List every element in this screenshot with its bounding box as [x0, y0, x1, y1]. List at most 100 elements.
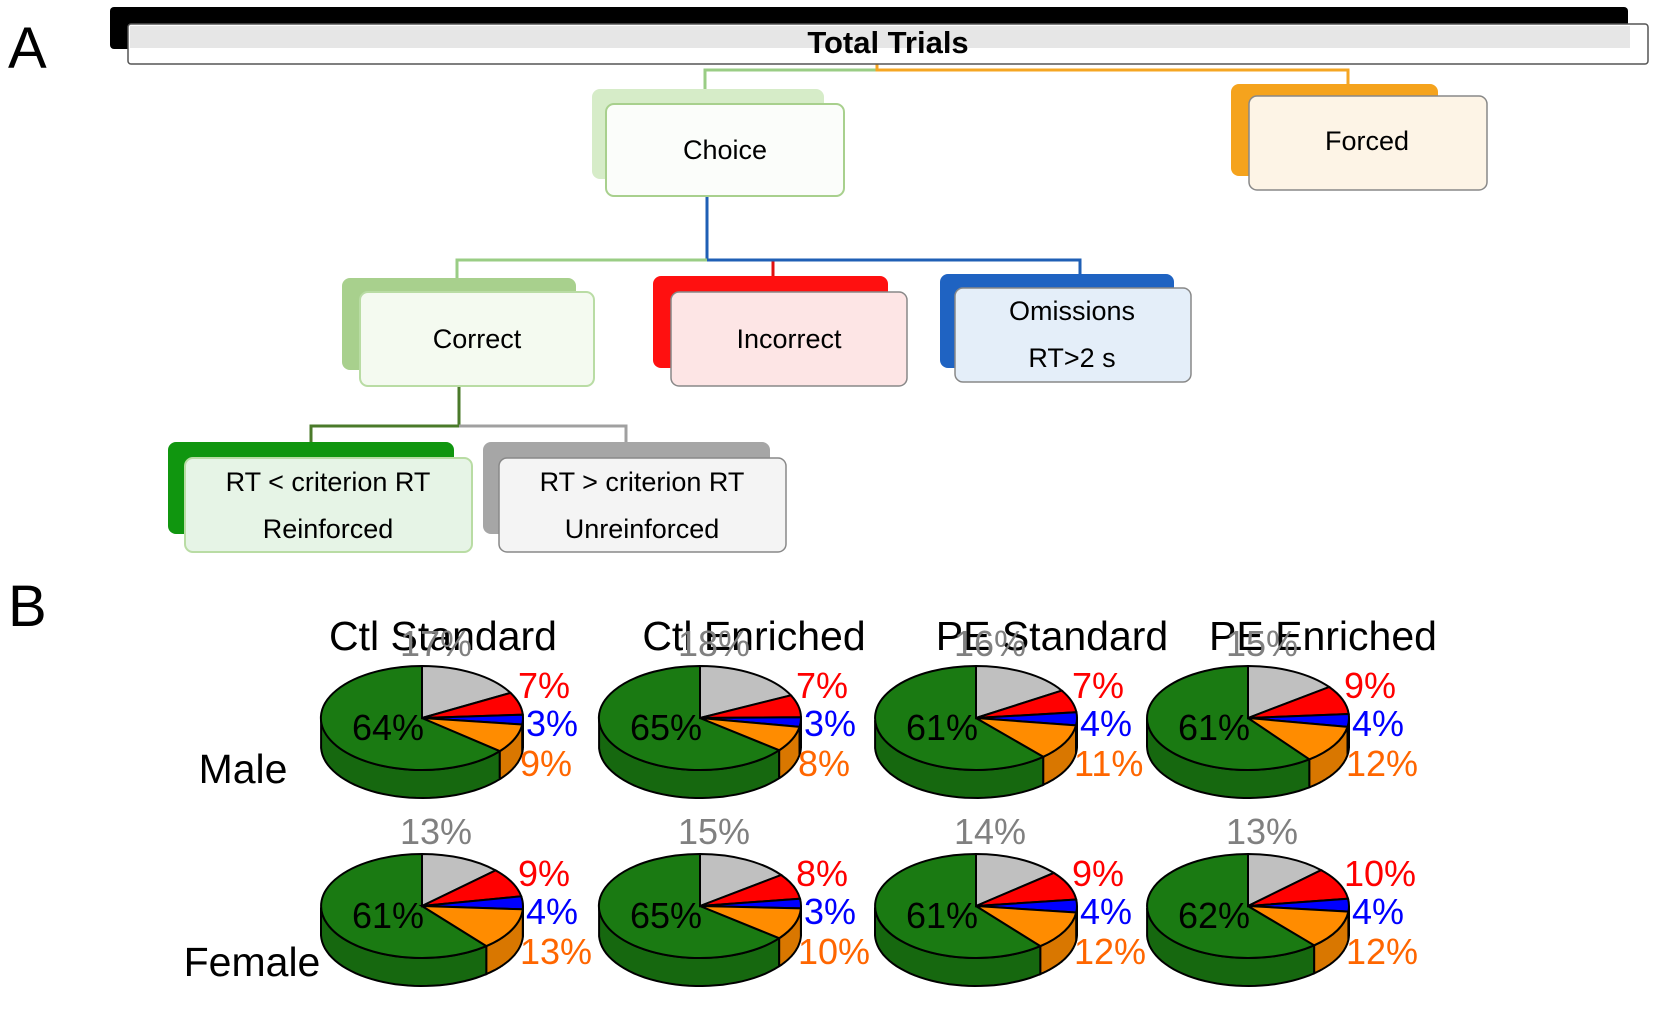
pie-label-incorrect: 7%	[1072, 665, 1124, 706]
node-total-trials: Total Trials	[110, 7, 1649, 65]
pie-label-omissions: 4%	[526, 891, 578, 932]
pie-label-omissions: 3%	[804, 891, 856, 932]
connector-correct-reinforced	[309, 424, 459, 444]
pie-slice-unreinforced	[1247, 664, 1332, 720]
node-total-trials-label: Total Trials	[807, 25, 968, 60]
pie-label-reinforced: 62%	[1178, 895, 1250, 936]
pie-male-ctl-enriched: 65%18%7%3%8%	[597, 623, 856, 799]
pie-slice-unreinforced	[975, 664, 1064, 720]
pie-slice-reinforced	[874, 852, 1043, 959]
pie-slice-reinforced	[320, 852, 489, 959]
pie-label-omissions: 3%	[804, 703, 856, 744]
pie-slice-unreinforced	[975, 852, 1056, 908]
pie-label-forced: 11%	[1074, 743, 1143, 784]
pie-label-omissions: 3%	[526, 703, 578, 744]
node-incorrect-front	[670, 291, 908, 387]
node-unreinforced-line1: RT > criterion RT	[540, 467, 745, 497]
pie-male-pe-standard: 61%16%7%4%11%	[874, 623, 1143, 800]
node-omissions-front	[954, 287, 1192, 383]
pie-slice-reinforced	[597, 664, 782, 771]
pie-label-unreinforced: 13%	[1226, 811, 1298, 852]
pie-label-reinforced: 61%	[352, 895, 424, 936]
pie-label-forced: 9%	[520, 743, 572, 784]
pie-label-unreinforced: 15%	[678, 811, 750, 852]
node-unreinforced: RT > criterion RT Unreinforced	[483, 442, 787, 553]
node-correct: Correct	[342, 278, 595, 387]
pie-label-forced: 13%	[520, 931, 592, 972]
connector-choice-omissions	[707, 258, 1082, 278]
pie-label-incorrect: 9%	[1072, 853, 1124, 894]
pie-slice-forced	[975, 717, 1078, 758]
node-total-trials-shade	[130, 26, 1630, 48]
node-omissions-line1: Omissions	[1009, 296, 1135, 326]
pie-label-reinforced: 65%	[630, 707, 702, 748]
pie-slice-reinforced	[874, 664, 1046, 771]
pie-label-incorrect: 7%	[518, 665, 570, 706]
pie-label-forced: 10%	[798, 931, 870, 972]
connector-root-forced	[875, 62, 1350, 86]
trial-flow-diagram: Total Trials Choice Forced Correct Incor…	[110, 7, 1649, 553]
pie-label-forced: 12%	[1346, 743, 1418, 784]
pie-label-incorrect: 9%	[1344, 665, 1396, 706]
pie-female-pe-enriched: 62% 13% 10%4%12%	[1146, 811, 1418, 988]
node-reinforced-line1: RT < criterion RT	[226, 467, 431, 497]
pie-label-incorrect: 10%	[1344, 853, 1416, 894]
pie-label-incorrect: 8%	[796, 853, 848, 894]
node-reinforced-line2: Reinforced	[263, 514, 394, 544]
node-unreinforced-line2: Unreinforced	[565, 514, 720, 544]
pie-label-omissions: 4%	[1352, 891, 1404, 932]
node-unreinforced-front	[498, 457, 787, 553]
row-label-female: Female	[184, 939, 321, 985]
pie-label-unreinforced: 14%	[954, 811, 1026, 852]
pie-label-unreinforced: 17%	[400, 623, 472, 664]
pie-label-omissions: 4%	[1352, 703, 1404, 744]
node-reinforced-front	[184, 457, 473, 553]
node-forced: Forced	[1231, 84, 1488, 191]
pie-slice-forced	[975, 905, 1078, 948]
pie-slice-unreinforced	[699, 664, 793, 720]
column-header-ctl-enriched: Ctl Enriched	[642, 613, 865, 659]
node-choice-label: Choice	[683, 135, 767, 165]
node-reinforced: RT < criterion RT Reinforced	[168, 442, 473, 553]
pie-label-incorrect: 9%	[518, 853, 570, 894]
pie-label-incorrect: 7%	[796, 665, 848, 706]
node-correct-front	[359, 291, 595, 387]
node-choice: Choice	[592, 89, 845, 197]
node-correct-label: Correct	[433, 324, 522, 354]
pie-male-pe-enriched: 61% 15% 9%4%12%	[1146, 623, 1418, 799]
node-forced-front	[1248, 95, 1488, 191]
pie-charts: 64%17%7%3%9%65%18%7%3%8%61%16%7%4%11%61%…	[319, 623, 1418, 988]
column-header-ctl-standard: Ctl Standard	[329, 613, 557, 659]
connector-choice-correct	[455, 258, 707, 284]
pie-female-ctl-standard: 61%13%9%4%13%	[320, 811, 592, 988]
panel-b-letter: B	[8, 574, 47, 639]
pie-slice-unreinforced	[421, 664, 513, 720]
pie-label-reinforced: 65%	[630, 895, 702, 936]
pie-label-forced: 12%	[1346, 931, 1418, 972]
pie-label-unreinforced: 15%	[1226, 623, 1298, 664]
node-omissions: Omissions RT>2 s	[940, 274, 1192, 383]
pie-label-omissions: 4%	[1080, 703, 1132, 744]
pie-slice-unreinforced	[421, 852, 498, 908]
node-incorrect-label: Incorrect	[736, 324, 842, 354]
column-header-pe-enriched: PE Enriched	[1209, 613, 1437, 659]
pie-label-unreinforced: 16%	[954, 623, 1026, 664]
pie-slice-forced	[699, 905, 802, 940]
pie-label-reinforced: 61%	[906, 895, 978, 936]
pie-slice-reinforced	[319, 664, 502, 771]
pie-slice-forced	[421, 717, 524, 753]
pie-slice-reinforced	[1146, 852, 1317, 959]
pie-male-ctl-standard: 64%17%7%3%9%	[319, 623, 578, 800]
pie-slice-reinforced	[597, 852, 782, 959]
column-header-pe-standard: PE Standard	[936, 613, 1169, 659]
node-forced-label: Forced	[1325, 126, 1409, 156]
pie-label-omissions: 4%	[1080, 891, 1132, 932]
pie-female-ctl-enriched: 65% 15% 8%3%10%	[597, 811, 870, 987]
pie-label-forced: 8%	[798, 743, 850, 784]
pie-slice-forced	[1247, 905, 1350, 947]
pie-label-reinforced: 61%	[1178, 707, 1250, 748]
pie-slice-unreinforced	[1247, 852, 1324, 908]
node-choice-front	[605, 103, 845, 197]
row-label-male: Male	[199, 746, 288, 792]
pie-slice-reinforced	[1146, 664, 1312, 771]
